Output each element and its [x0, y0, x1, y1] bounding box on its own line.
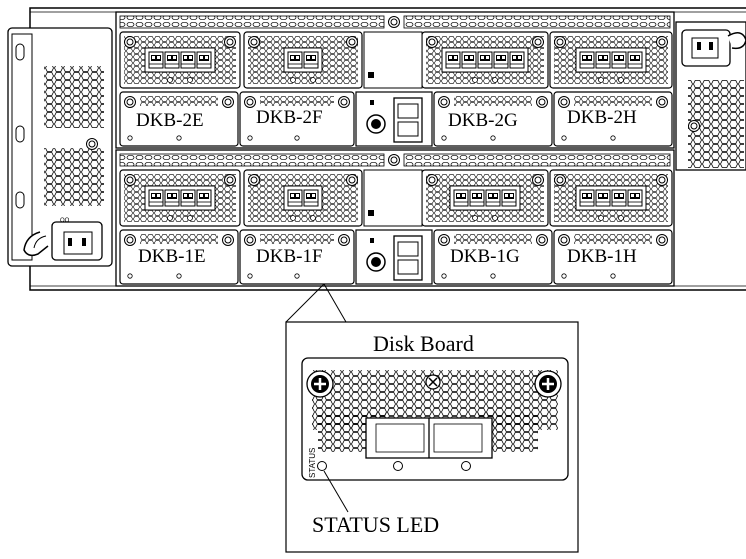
slot-label-dkb-2g: DKB-2G	[448, 110, 518, 131]
slot-label-dkb-1h: DKB-1H	[567, 246, 637, 267]
slot-label-dkb-2f: DKB-2F	[256, 107, 323, 128]
slot-label-dkb-2h: DKB-2H	[567, 107, 637, 128]
port-cards	[119, 31, 673, 227]
status-vertical-label: STATUS	[308, 447, 317, 478]
center-separator	[363, 169, 423, 227]
disk-board-slot	[239, 91, 355, 147]
slot-label-dkb-1g: DKB-1G	[450, 246, 520, 267]
disk-board-slot	[553, 91, 673, 147]
disk-board-slot	[433, 229, 553, 285]
port-card	[243, 169, 363, 227]
port-card	[421, 169, 549, 227]
controller-module	[355, 91, 433, 147]
callout-box	[285, 321, 579, 553]
slot-label-dkb-1e: DKB-1E	[138, 246, 206, 267]
port-card	[119, 31, 241, 89]
port-card	[549, 31, 673, 89]
slot-label-dkb-1f: DKB-1F	[256, 246, 323, 267]
disk-board-slot	[553, 229, 673, 285]
center-separator	[363, 31, 423, 89]
port-card	[119, 169, 241, 227]
port-card	[243, 31, 363, 89]
disk-board-slot	[119, 229, 239, 285]
slot-label-dkb-2e: DKB-2E	[136, 110, 204, 131]
controller-module	[355, 229, 433, 285]
port-card	[421, 31, 549, 89]
left-power-supply: OO	[7, 27, 113, 267]
callout-leader	[285, 283, 347, 323]
port-card	[549, 169, 673, 227]
disk-board-slot	[239, 229, 355, 285]
disk-board-slots	[119, 31, 673, 285]
svg-text:OO: OO	[60, 218, 70, 224]
callout-title: Disk Board	[373, 331, 474, 356]
status-led-label: STATUS LED	[312, 512, 440, 537]
disk-board-slot	[433, 91, 553, 147]
disk-board-slot	[119, 91, 239, 147]
right-power-supply	[675, 21, 746, 171]
